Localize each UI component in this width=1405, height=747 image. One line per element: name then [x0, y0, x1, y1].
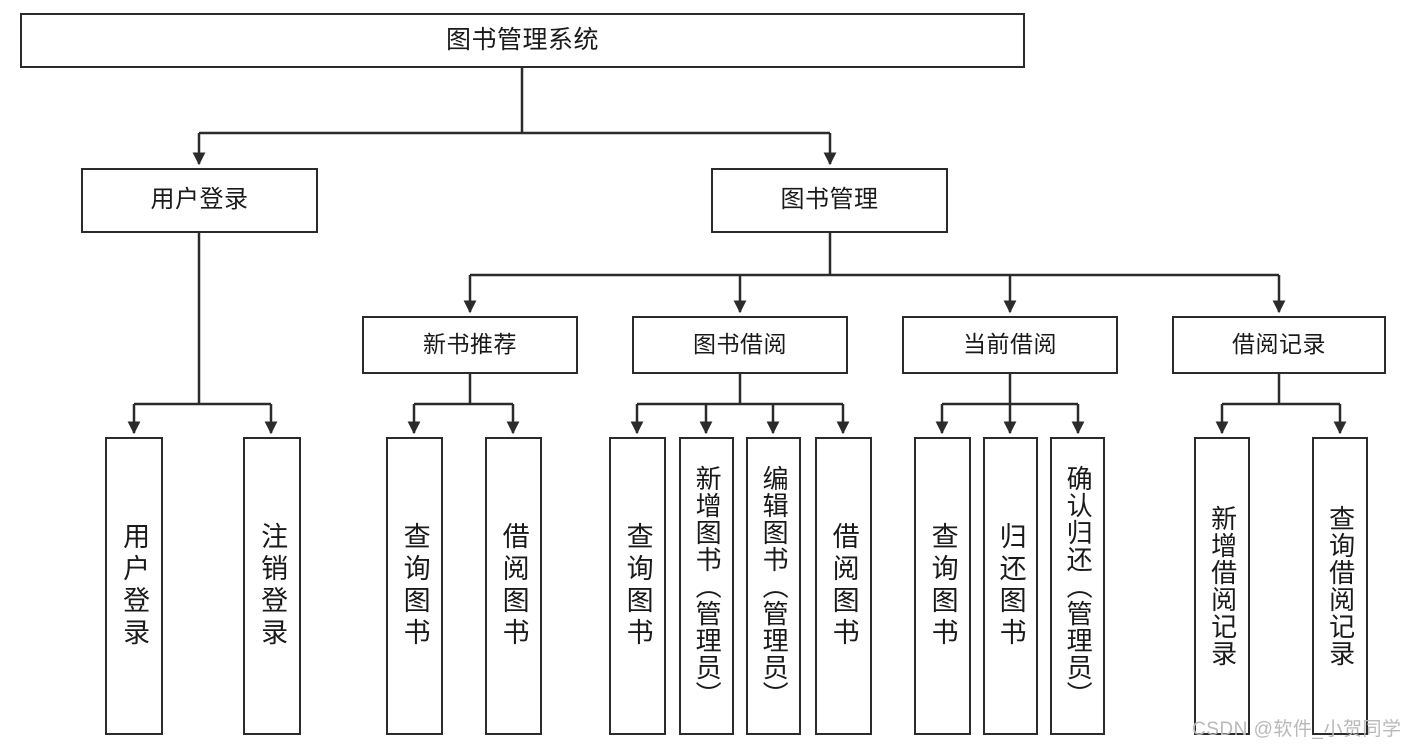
leaf-user-login[interactable]: 用户登录 [105, 437, 163, 735]
node-label: 新增借阅记录 [1207, 505, 1238, 667]
node-label: 用户登录 [150, 186, 249, 214]
node-borrow-record[interactable]: 借阅记录 [1172, 316, 1386, 374]
node-new-book-recommend[interactable]: 新书推荐 [362, 316, 578, 374]
node-label: 借阅图书 [498, 522, 529, 650]
node-label: 借阅记录 [1232, 331, 1326, 358]
leaf-query-borrow-record[interactable]: 查询借阅记录 [1312, 437, 1368, 735]
node-label: 查询图书 [927, 522, 958, 650]
node-book-management-system[interactable]: 图书管理系统 [20, 13, 1025, 68]
node-label: 图书管理系统 [445, 25, 599, 54]
leaf-query-book-1[interactable]: 查询图书 [386, 437, 443, 735]
leaf-confirm-return-admin[interactable]: 确认归还（管理员） [1050, 437, 1105, 735]
node-label: 用户登录 [119, 522, 150, 650]
node-label: 图书管理 [780, 186, 879, 214]
leaf-add-book-admin[interactable]: 新增图书（管理员） [679, 437, 734, 735]
node-book-management[interactable]: 图书管理 [711, 168, 948, 233]
node-label: 确认归还（管理员） [1063, 464, 1094, 708]
node-book-borrow[interactable]: 图书借阅 [632, 316, 848, 374]
node-label: 编辑图书（管理员） [759, 464, 790, 708]
leaf-add-borrow-record[interactable]: 新增借阅记录 [1194, 437, 1250, 735]
leaf-logout-login[interactable]: 注销登录 [243, 437, 301, 735]
node-label: 当前借阅 [963, 331, 1057, 358]
leaf-edit-book-admin[interactable]: 编辑图书（管理员） [746, 437, 801, 735]
node-label: 查询借阅记录 [1325, 505, 1356, 667]
node-label: 新增图书（管理员） [692, 464, 723, 708]
node-label: 查询图书 [622, 522, 653, 650]
node-label: 新书推荐 [423, 331, 517, 358]
node-current-borrow[interactable]: 当前借阅 [902, 316, 1118, 374]
node-label: 借阅图书 [828, 522, 859, 650]
leaf-borrow-book-2[interactable]: 借阅图书 [815, 437, 872, 735]
leaf-query-book-3[interactable]: 查询图书 [914, 437, 971, 735]
node-label: 注销登录 [257, 522, 288, 650]
node-label: 图书借阅 [693, 331, 787, 358]
node-label: 查询图书 [399, 522, 430, 650]
leaf-borrow-book-1[interactable]: 借阅图书 [485, 437, 542, 735]
leaf-query-book-2[interactable]: 查询图书 [609, 437, 666, 735]
node-label: 归还图书 [995, 522, 1026, 650]
leaf-return-book[interactable]: 归还图书 [983, 437, 1038, 735]
csdn-watermark: CSDN @软件_小贺同学 [1192, 719, 1402, 740]
node-user-login[interactable]: 用户登录 [81, 168, 318, 233]
